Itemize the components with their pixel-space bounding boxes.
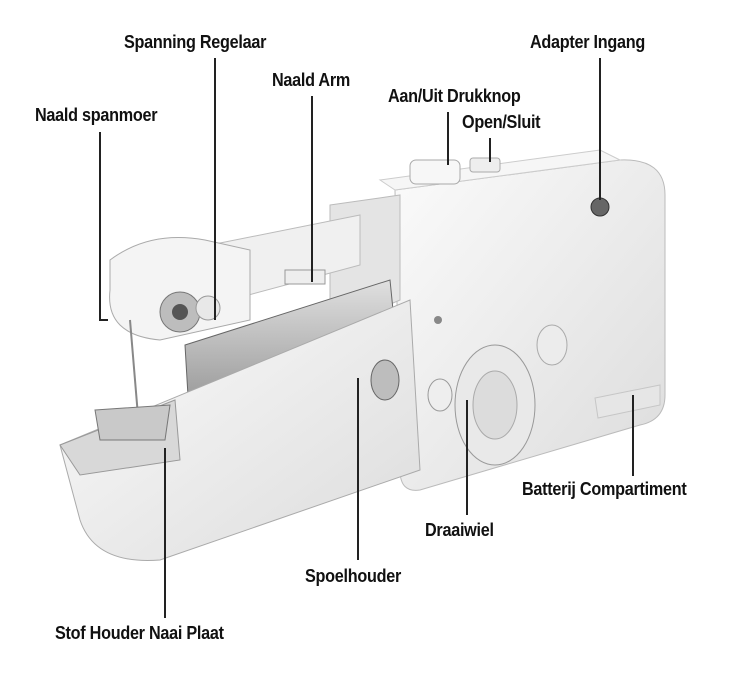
label-spanning-regelaar: Spanning Regelaar (124, 32, 267, 52)
base (59, 299, 421, 561)
label-naald-arm: Naald Arm (272, 70, 351, 90)
label-adapter-ingang: Adapter Ingang (530, 32, 646, 52)
label-draaiwiel: Draaiwiel (425, 520, 494, 540)
controls (370, 157, 610, 466)
label-naald-spanmoer: Naald spanmoer (35, 105, 158, 125)
label-aan-uit-drukknop: Aan/Uit Drukknop (388, 86, 521, 106)
label-batterij-compartiment: Batterij Compartiment (522, 479, 687, 499)
leader-lines (99, 58, 634, 618)
label-stof-houder-naai-plaat: Stof Houder Naai Plaat (55, 623, 224, 643)
leader-naald-spanmoer (99, 132, 108, 321)
label-open-sluit: Open/Sluit (462, 112, 541, 132)
label-spoelhouder: Spoelhouder (305, 566, 402, 586)
